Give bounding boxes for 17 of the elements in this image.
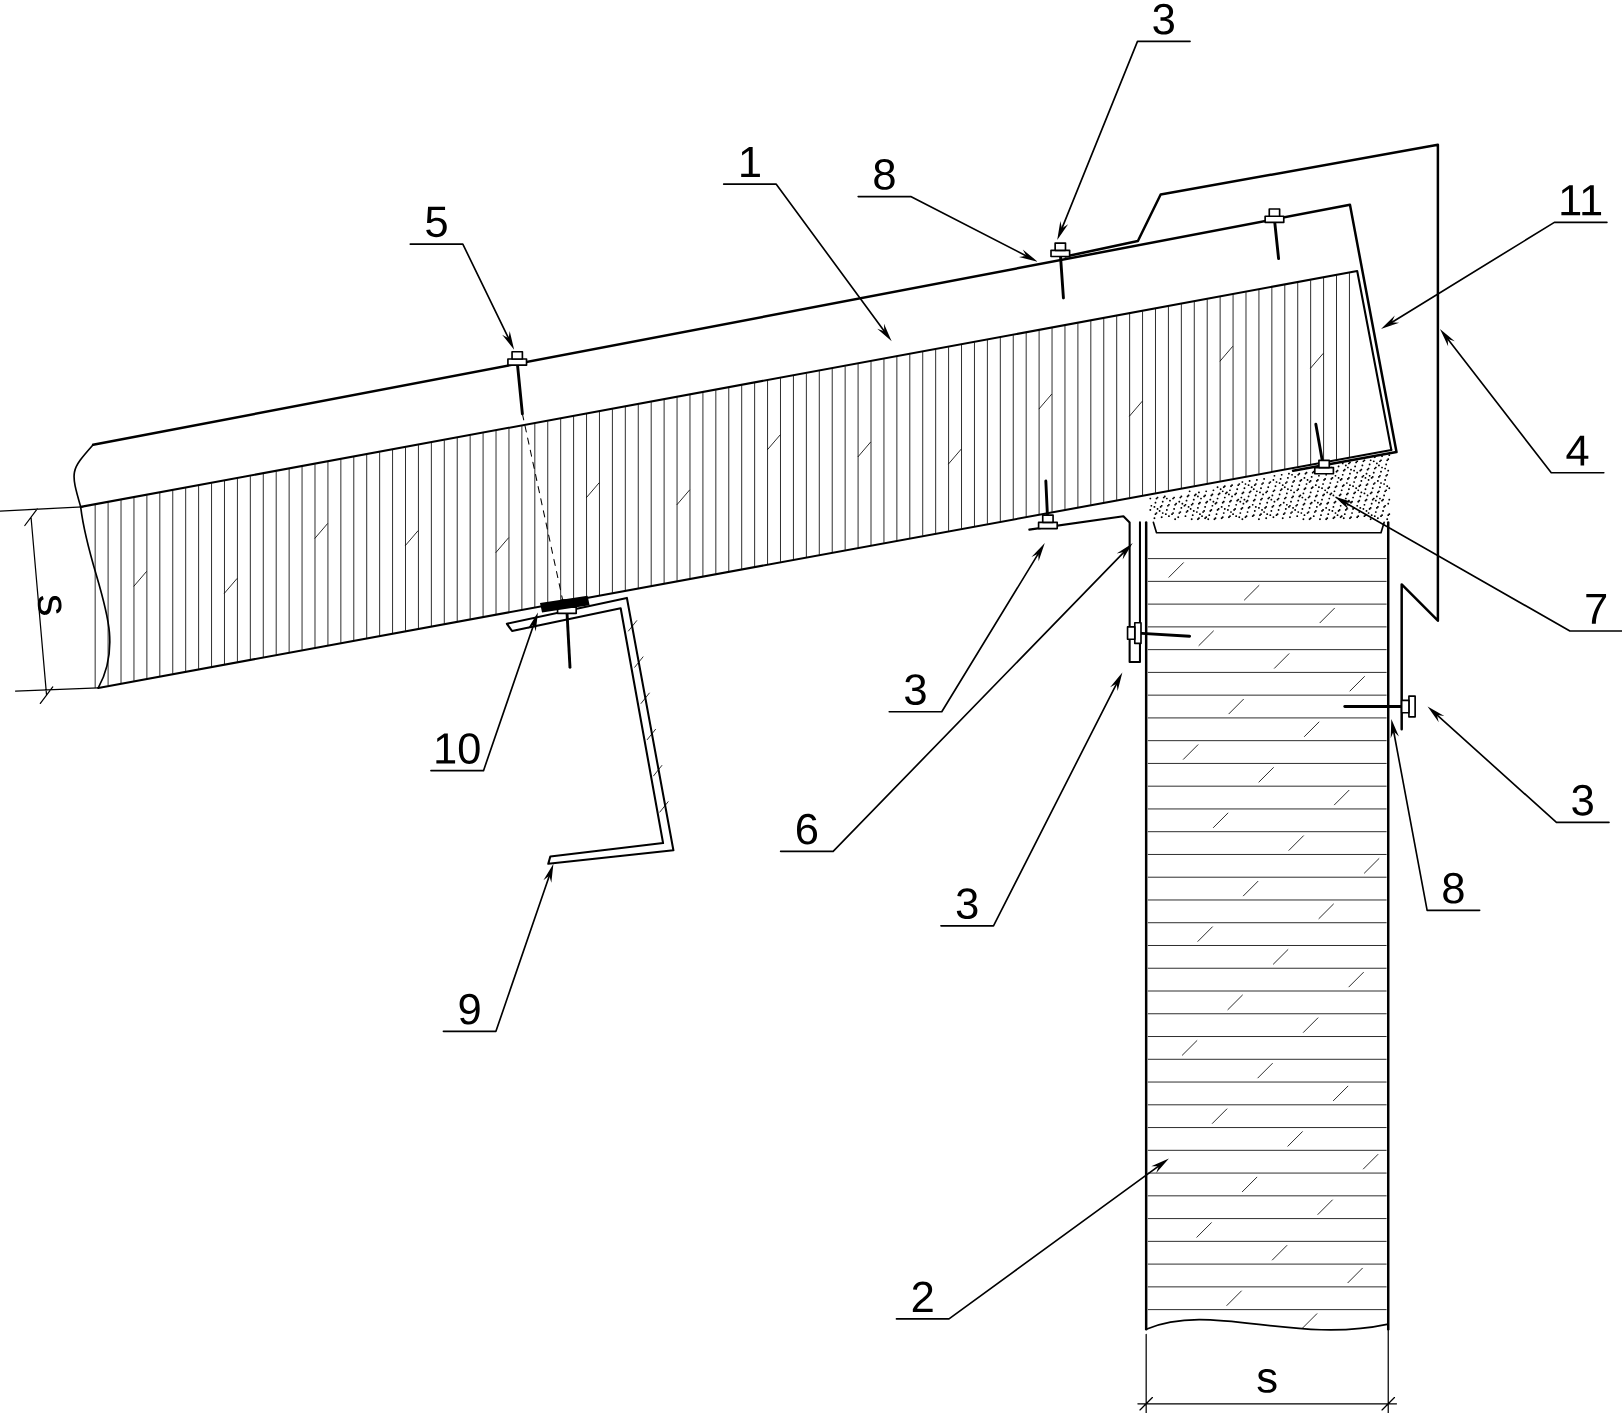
callout-number: 3 xyxy=(956,888,978,920)
callout-number: 4 xyxy=(1566,435,1589,466)
callout-number: 8 xyxy=(874,159,895,190)
callout-number: 9 xyxy=(459,993,480,1025)
callout-number: 6 xyxy=(797,813,818,845)
callout-number: 10 xyxy=(436,733,480,764)
callout-number: 3 xyxy=(1153,3,1174,35)
callout-number: 8 xyxy=(1443,872,1464,904)
callout-number: 11 xyxy=(1561,185,1602,216)
callout-number: 3 xyxy=(905,674,926,705)
dimension-label: s xyxy=(37,595,62,615)
callout-number: 2 xyxy=(912,1281,933,1312)
callout-number: 1 xyxy=(741,147,760,177)
callout-number: 7 xyxy=(1586,593,1607,624)
dimension-label: s xyxy=(1257,1369,1277,1393)
callout-number: 5 xyxy=(426,206,447,238)
callout-number: 3 xyxy=(1572,784,1593,816)
